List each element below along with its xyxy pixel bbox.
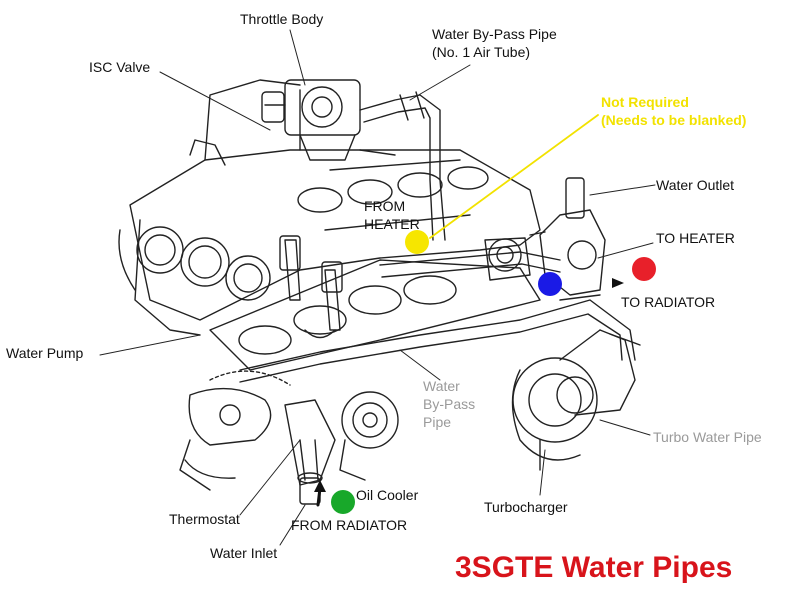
label-turbo-water-pipe: Turbo Water Pipe — [653, 429, 762, 445]
leader-lines — [99, 29, 656, 546]
label-water-pump: Water Pump — [6, 345, 84, 361]
thermostat-part — [284, 399, 336, 505]
label-water-inlet: Water Inlet — [210, 545, 278, 561]
yellow-marker — [405, 230, 429, 254]
label-throttle-body: Throttle Body — [240, 11, 324, 27]
not-required-leader — [429, 114, 599, 239]
label-from-heater: FROM HEATER — [364, 198, 420, 232]
blue-marker — [538, 272, 562, 296]
oil-cooler-part — [339, 391, 399, 481]
throttle-body-part — [261, 79, 361, 161]
green-marker — [331, 490, 355, 514]
water-bypass-pipe-lower — [239, 251, 636, 383]
label-isc-valve: ISC Valve — [89, 59, 151, 75]
water-bypass-pipe-upper — [359, 91, 446, 241]
diagram-title: 3SGTE Water Pipes — [455, 551, 733, 584]
flow-arrows — [314, 278, 624, 492]
label-water-outlet: Water Outlet — [656, 177, 735, 193]
label-from-radiator: FROM RADIATOR — [291, 517, 408, 533]
label-to-heater: TO HEATER — [656, 230, 735, 246]
label-turbocharger: Turbocharger — [484, 499, 568, 515]
engine-block — [118, 79, 541, 371]
label-water-bypass-pipe: Water By-Pass Pipe (No. 1 Air Tube) — [432, 26, 557, 60]
label-oil-cooler: Oil Cooler — [356, 487, 419, 503]
label-thermostat: Thermostat — [169, 511, 240, 527]
label-water-bypass-pipe-lower: Water By-Pass Pipe — [423, 378, 476, 430]
label-to-radiator: TO RADIATOR — [621, 294, 716, 310]
turbocharger-part — [511, 329, 601, 471]
water-pump-part — [179, 370, 291, 491]
turbo-water-pipe-part — [574, 329, 641, 416]
label-not-required: Not Required (Needs to be blanked) — [601, 94, 747, 128]
red-marker — [632, 257, 656, 281]
